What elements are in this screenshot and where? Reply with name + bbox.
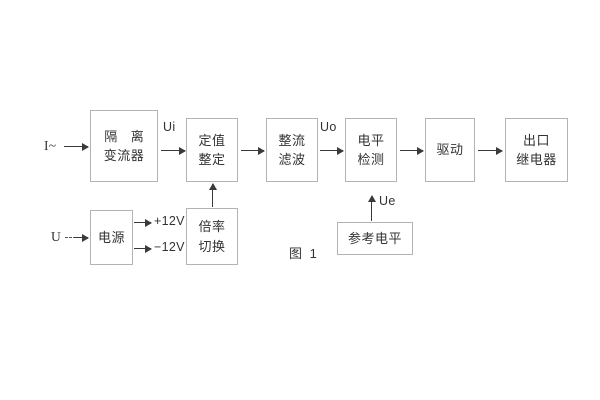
arrow-current-to-isolation xyxy=(64,142,89,151)
block-rectifier-filter-line-1: 整流 xyxy=(278,132,306,148)
arrow-rectifier-to-level xyxy=(320,146,344,155)
rail-positive-label: +12V xyxy=(154,214,185,228)
block-rectifier-filter: 整流 滤波 xyxy=(266,118,318,182)
arrow-rail-positive xyxy=(134,218,152,227)
block-multiplier-switch-line-1: 倍率 xyxy=(198,219,226,234)
block-output-relay-line-2: 继电器 xyxy=(516,152,557,167)
voltage-input-label: U xyxy=(51,229,62,244)
arrow-isolation-to-setting xyxy=(161,146,186,155)
arrow-multiplier-to-setting xyxy=(208,183,217,207)
rail-negative-label: −12V xyxy=(154,240,185,254)
arrow-setting-to-rectifier xyxy=(241,146,265,155)
block-power-supply-line-1: 电源 xyxy=(97,229,125,245)
block-isolation-transformer-line-1: 隔 离 xyxy=(104,128,149,144)
block-setting-value: 定值 整定 xyxy=(186,118,238,182)
block-multiplier-switch-line-2: 切换 xyxy=(198,238,226,254)
uo-label: Uo xyxy=(320,120,337,134)
block-reference-level: 参考电平 xyxy=(337,222,413,255)
block-level-detection-line-1: 电平 xyxy=(357,132,385,148)
block-level-detection-line-2: 检测 xyxy=(357,152,385,167)
arrow-level-to-driver xyxy=(400,146,424,155)
current-input-label: I~ xyxy=(44,138,57,153)
arrow-driver-to-output-relay xyxy=(478,146,503,155)
block-output-relay: 出口 继电器 xyxy=(505,118,568,182)
block-rectifier-filter-line-2: 滤波 xyxy=(278,152,306,167)
ue-label: Ue xyxy=(379,194,396,208)
ui-label: Ui xyxy=(163,120,176,134)
block-driver-line-1: 驱动 xyxy=(436,142,464,158)
arrow-voltage-to-power-supply xyxy=(74,233,89,242)
block-setting-value-line-2: 整定 xyxy=(198,152,226,167)
block-multiplier-switch: 倍率 切换 xyxy=(186,208,238,265)
figure-caption: 图 1 xyxy=(289,246,319,261)
block-level-detection: 电平 检测 xyxy=(345,118,397,182)
arrow-rail-negative xyxy=(134,244,152,253)
block-setting-value-line-1: 定值 xyxy=(198,132,226,148)
block-driver: 驱动 xyxy=(425,118,475,182)
dashed-connector-voltage xyxy=(65,237,76,238)
block-isolation-transformer-line-2: 变流器 xyxy=(103,148,145,163)
block-isolation-transformer: 隔 离 变流器 xyxy=(90,110,158,182)
arrow-reference-to-level xyxy=(367,195,376,221)
block-power-supply: 电源 xyxy=(90,210,133,265)
block-reference-level-line-1: 参考电平 xyxy=(347,230,402,246)
block-output-relay-line-1: 出口 xyxy=(522,132,550,148)
